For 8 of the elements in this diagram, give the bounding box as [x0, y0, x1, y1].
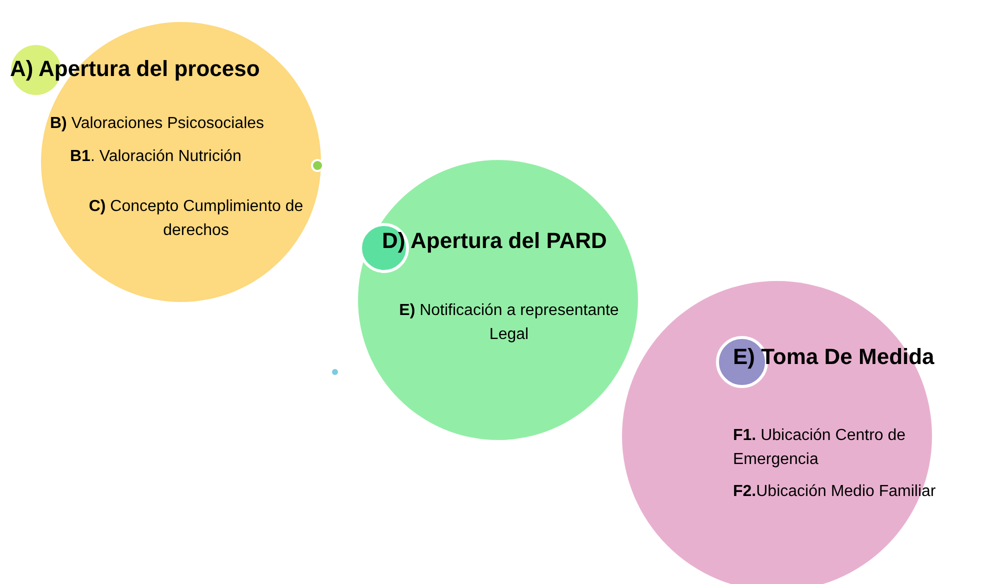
step-text: B) Valoraciones Psicosociales: [50, 114, 264, 134]
step-text: E) Notificación a representante Legal: [398, 301, 620, 345]
step-text: F2.Ubicación Medio Familiar: [733, 482, 936, 502]
step-text: B1. Valoración Nutrición: [70, 147, 242, 167]
stage-heading: E) Toma De Medida: [733, 343, 934, 371]
stage-heading: D) Apertura del PARD: [382, 227, 607, 255]
step-text: F1. Ubicación Centro de Emergencia: [733, 426, 907, 470]
step-text: C) Concepto Cumplimiento de derechos: [88, 197, 304, 241]
